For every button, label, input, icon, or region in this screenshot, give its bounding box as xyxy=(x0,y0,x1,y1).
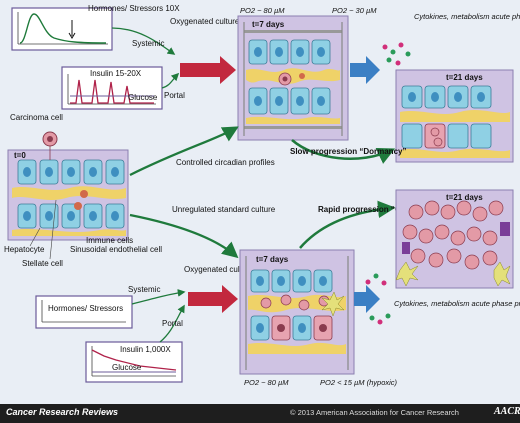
oxygenated-label-top: Oxygenated culture medium xyxy=(170,17,270,26)
oxygenated-label-bottom: Oxygenated culture medium xyxy=(184,265,284,274)
culture-panel-t7-bottom xyxy=(239,249,355,375)
stellate-label: Stellate cell xyxy=(22,259,63,268)
po2-30-label-top: PO2 ~ 30 µM xyxy=(332,6,377,15)
unregulated-arrow xyxy=(129,213,239,259)
outputs-label-bottom: Cytokines, metabolism acute phase protei… xyxy=(394,299,520,308)
hormones-chart-top xyxy=(11,7,113,51)
po2-15-label-bottom: PO2 < 15 µM (hypoxic) xyxy=(320,378,398,387)
diagram-canvas: Hormones/ Stressors 10X Systemic Insulin… xyxy=(4,4,520,387)
rapid-progression-label: Rapid progression “Outgrowth” xyxy=(318,205,439,214)
unregulated-label: Unregulated standard culture xyxy=(172,205,276,214)
copyright-text: © 2013 American Association for Cancer R… xyxy=(290,408,459,417)
t0-label: t=0 xyxy=(14,151,26,160)
t7-label-top: t=7 days xyxy=(252,20,285,29)
secreted-factors-top xyxy=(382,42,411,66)
slow-progression-arrow xyxy=(291,139,396,164)
glucose-label-top: Glucose xyxy=(128,93,158,102)
insulin-chart-top xyxy=(61,66,163,110)
hepatocyte-pointer xyxy=(29,227,41,247)
outputs-label-top: Cytokines, metabolism acute phase protei… xyxy=(414,12,520,21)
sinusoidal-label: Sinusoidal endothelial cell xyxy=(70,245,162,254)
culture-panel-t7-top xyxy=(237,15,349,141)
portal-label-bottom: Portal xyxy=(162,319,183,328)
culture-panel-t21-bottom xyxy=(395,189,514,289)
culture-panel-t0 xyxy=(7,149,129,241)
aacr-logo: AACR xyxy=(494,406,520,417)
slow-progression-label: Slow progression “Dormancy” xyxy=(290,147,406,156)
systemic-label-top: Systemic xyxy=(132,39,164,48)
secreted-factors-bottom xyxy=(365,273,391,325)
systemic-connector-top xyxy=(111,27,176,55)
portal-label-top: Portal xyxy=(164,91,185,100)
culture-panel-t21-top xyxy=(395,69,514,163)
controlled-arrow xyxy=(129,126,239,177)
inlet-arrow-bottom xyxy=(188,285,238,313)
hormones-label-top: Hormones/ Stressors 10X xyxy=(88,4,180,13)
outlet-arrow-top xyxy=(350,56,380,84)
t21-label-top: t=21 days xyxy=(446,73,483,82)
hormones-label-bottom: Hormones/ Stressors xyxy=(48,304,123,313)
controlled-label: Controlled circadian profiles xyxy=(176,158,275,167)
po2-80-label-bottom: PO2 ~ 80 µM xyxy=(244,378,289,387)
hepatocyte-label: Hepatocyte xyxy=(4,245,45,254)
immune-label: Immune cells xyxy=(86,236,133,245)
insulin-label-bottom: Insulin 1,000X xyxy=(120,345,171,354)
insulin-chart-bottom xyxy=(85,341,183,383)
outlet-arrow-bottom xyxy=(354,285,380,313)
portal-connector-top xyxy=(161,72,180,89)
journal-name: Cancer Research Reviews xyxy=(6,407,119,417)
hormones-chart-bottom xyxy=(35,295,133,329)
po2-80-label-top: PO2 ~ 80 µM xyxy=(240,6,285,15)
systemic-label-bottom: Systemic xyxy=(128,285,160,294)
portal-connector-bottom xyxy=(159,304,185,343)
footer-bar: Cancer Research Reviews © 2013 American … xyxy=(0,404,520,423)
insulin-label-top: Insulin 15-20X xyxy=(90,69,142,78)
carcinoma-label: Carcinoma cell xyxy=(10,113,63,122)
t7-label-bottom: t=7 days xyxy=(256,255,289,264)
glucose-label-bottom: Glucose xyxy=(112,363,142,372)
t21-label-bottom: t=21 days xyxy=(446,193,483,202)
rapid-progression-arrow xyxy=(299,200,396,249)
stellate-pointer xyxy=(49,199,57,260)
carcinoma-cell xyxy=(42,131,58,160)
inlet-arrow-top xyxy=(180,56,236,84)
systemic-connector-bottom xyxy=(131,289,186,305)
